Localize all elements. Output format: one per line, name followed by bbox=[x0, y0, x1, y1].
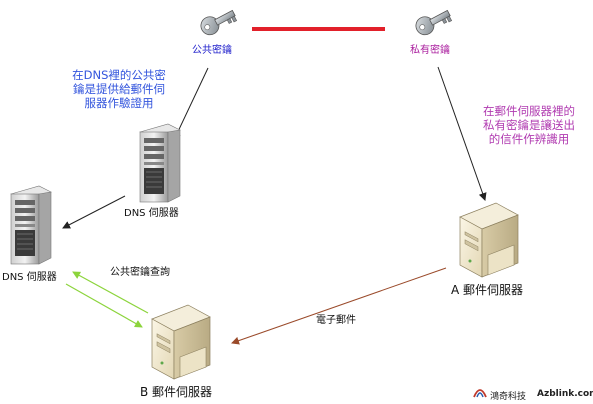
private-key-icon bbox=[415, 9, 453, 36]
arrow-green-to-mail-b bbox=[65, 283, 143, 328]
dns-public-key-note: 在DNS裡的公共密 鑰是提供給郵件伺 服器作驗證用 bbox=[60, 68, 178, 110]
mail-private-key-note: 在郵件伺服器裡的 私有密鑰是讓送出 的信件作辨識用 bbox=[472, 104, 586, 146]
arrow-public-key-to-dns bbox=[173, 67, 209, 141]
dns-server-left-label: DNS 伺服器 bbox=[2, 272, 57, 283]
dns-note-line-2: 鑰是提供給郵件伺 bbox=[73, 82, 165, 96]
arrow-dns-top-to-dns-left bbox=[62, 195, 126, 229]
mail-server-b-label: B 郵件伺服器 bbox=[140, 385, 213, 399]
email-label: 電子郵件 bbox=[316, 315, 356, 326]
mail-server-a-label: A 郵件伺服器 bbox=[451, 283, 524, 297]
public-key-query-label: 公共密鑰查詢 bbox=[110, 267, 170, 278]
public-key-label: 公共密鑰 bbox=[192, 45, 232, 56]
mail-note-line-1: 在郵件伺服器裡的 bbox=[483, 104, 575, 118]
dns-server-top-icon bbox=[139, 123, 181, 203]
mail-server-a-icon bbox=[459, 202, 519, 278]
arrow-green-to-dns bbox=[72, 271, 149, 314]
public-key-icon bbox=[200, 9, 238, 36]
private-key-label: 私有密鑰 bbox=[410, 45, 450, 56]
arrow-private-key-to-mail-a bbox=[437, 66, 487, 201]
logo-site-text: Azblink.com bbox=[537, 389, 593, 399]
mail-server-b-icon bbox=[151, 304, 211, 380]
mail-note-line-2: 私有密鑰是讓送出 bbox=[483, 118, 575, 132]
dns-server-top-label: DNS 伺服器 bbox=[124, 208, 179, 219]
arrow-email bbox=[231, 267, 447, 345]
dns-note-line-1: 在DNS裡的公共密 bbox=[72, 68, 166, 82]
dns-server-left-icon bbox=[10, 185, 52, 265]
logo-cn-text: 鴻奇科技 bbox=[490, 392, 527, 402]
dns-note-line-3: 服器作驗證用 bbox=[84, 96, 154, 110]
mail-note-line-3: 的信件作辨識用 bbox=[488, 132, 570, 146]
azblink-logo-icon bbox=[473, 389, 487, 398]
